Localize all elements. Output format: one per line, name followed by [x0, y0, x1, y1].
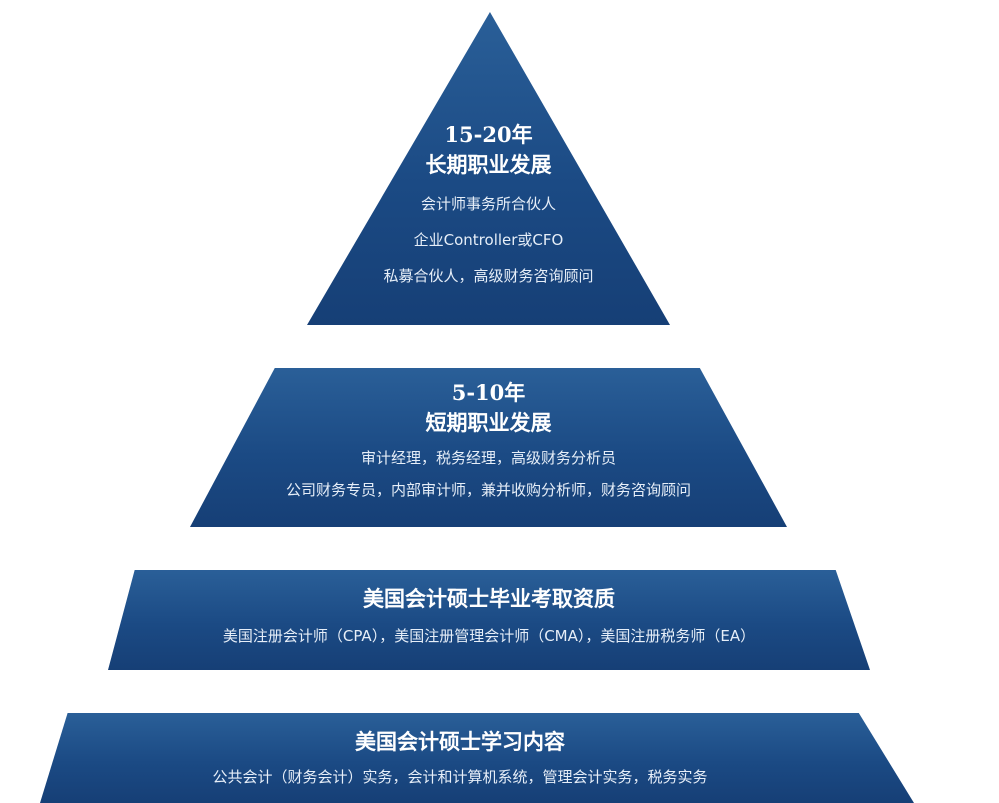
pyramid-tier-short-term: 5-10年 短期职业发展 审计经理，税务经理，高级财务分析员 公司财务专员，内部… [190, 368, 787, 527]
tier-line: 企业Controller或CFO [413, 231, 564, 249]
tier-line: 会计师事务所合伙人 [420, 195, 556, 213]
pyramid-tier-qualifications: 美国会计硕士毕业考取资质 美国注册会计师（CPA），美国注册管理会计师（CMA）… [108, 570, 870, 670]
tier-title: 长期职业发展 [425, 152, 552, 177]
tier-title: 美国会计硕士学习内容 [355, 729, 565, 754]
pyramid-tier-curriculum: 美国会计硕士学习内容 公共会计（财务会计）实务，会计和计算机系统，管理会计实务，… [40, 713, 914, 803]
tier-line: 私募合伙人，高级财务咨询顾问 [383, 267, 594, 285]
tier-line: 美国注册会计师（CPA），美国注册管理会计师（CMA），美国注册税务师（EA） [222, 627, 756, 645]
pyramid-tier-long-term: 15-20年 长期职业发展 会计师事务所合伙人 企业Controller或CFO… [307, 12, 670, 325]
tier-line: 公共会计（财务会计）实务，会计和计算机系统，管理会计实务，税务实务 [212, 768, 708, 786]
tier-line: 审计经理，税务经理，高级财务分析员 [360, 449, 616, 467]
tier-title: 短期职业发展 [425, 410, 552, 435]
tier-years: 15-20年 [444, 122, 533, 147]
tier-title: 美国会计硕士毕业考取资质 [363, 586, 615, 611]
tier-years: 5-10年 [451, 380, 526, 405]
tier-line: 公司财务专员，内部审计师，兼并收购分析师，财务咨询顾问 [285, 481, 691, 499]
